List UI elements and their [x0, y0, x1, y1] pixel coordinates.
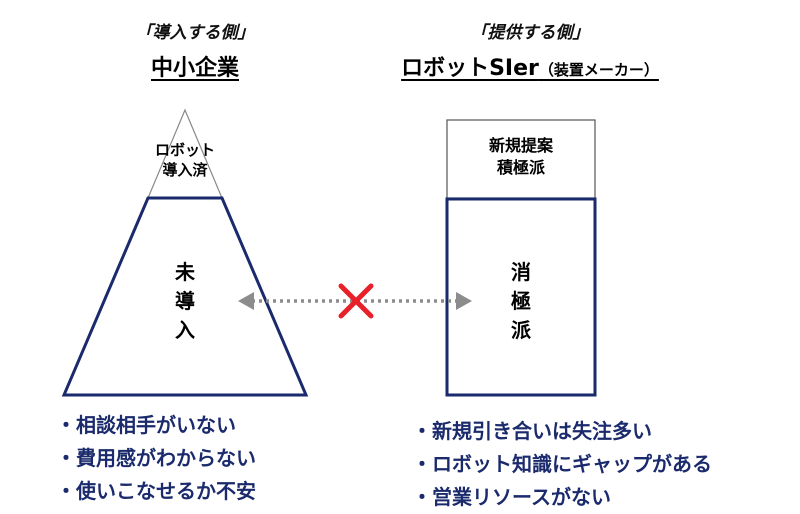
pyramid-peak-line2: 導入済	[162, 161, 208, 180]
list-item: ・新規引き合いは失注多い	[412, 419, 652, 443]
column-body-char: 消	[511, 260, 531, 284]
column-top-box	[446, 119, 596, 199]
pyramid-body-char: 入	[175, 318, 195, 342]
pyramid-body-char: 未	[175, 260, 195, 284]
arrow-head-right-icon	[456, 292, 472, 310]
right-issues-list: ・新規引き合いは失注多い ・ロボット知識にギャップがある ・営業リソースがない	[412, 415, 712, 514]
column-body-label: 消 極 派	[501, 258, 541, 345]
pyramid-body-label: 未 導 入	[165, 258, 205, 345]
left-role-label: 「導入する側」	[135, 23, 255, 43]
list-item: ・使いこなせるか不安	[56, 479, 256, 503]
column-body-box	[445, 197, 597, 397]
column-top-label: 新規提案 積極派	[447, 135, 595, 178]
column-body-char: 極	[511, 289, 531, 313]
pyramid-body	[61, 196, 309, 397]
right-party-sub: （装置メーカー）	[538, 61, 659, 79]
column-body-char: 派	[511, 318, 531, 342]
arrow-head-left-icon	[238, 292, 254, 310]
pyramid-peak-line1: ロボット	[154, 141, 215, 159]
list-item: ・営業リソースがない	[412, 485, 611, 509]
list-item: ・相談相手がいない	[56, 413, 236, 437]
column-top-line1: 新規提案	[488, 136, 553, 155]
list-item: ・ロボット知識にギャップがある	[412, 452, 712, 476]
right-party-main: ロボットSIer	[401, 56, 539, 81]
column-top-line2: 積極派	[496, 157, 545, 177]
pyramid-peak-label: ロボット 導入済	[125, 140, 245, 181]
cross-mark-icon	[338, 283, 374, 319]
pyramid-body-char: 導	[175, 289, 195, 313]
right-party-title: ロボットSIer（装置メーカー）	[385, 50, 675, 82]
left-issues-list: ・相談相手がいない ・費用感がわからない ・使いこなせるか不安	[56, 409, 256, 508]
list-item: ・費用感がわからない	[56, 446, 256, 470]
left-party-title: 中小企業	[150, 56, 239, 81]
right-role-label: 「提供する側」	[470, 23, 590, 43]
